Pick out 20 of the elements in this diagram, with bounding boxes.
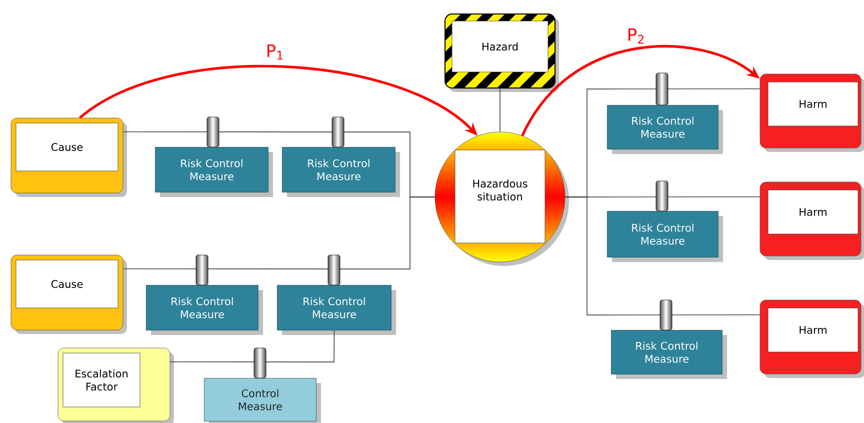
- connector-line: [564, 196, 760, 316]
- risk-control-box: Risk Control Measure: [607, 105, 723, 154]
- risk-control-box: Risk Control Measure: [282, 147, 400, 197]
- cause-box: Cause: [10, 118, 127, 197]
- risk-control-box: Risk Control Measure: [611, 330, 727, 379]
- cause-box: Cause: [10, 254, 127, 334]
- harm-box: Harm: [760, 182, 864, 260]
- harm-box: Harm: [760, 74, 864, 152]
- edge-label: P$_{2}$: [626, 27, 646, 45]
- connector-line: [170, 330, 335, 362]
- edge-label: P$_{1}$: [264, 43, 286, 61]
- connector-line: [122, 196, 436, 270]
- risk-control-box: Risk Control Measure: [155, 147, 273, 197]
- risk-control-box: Risk Control Measure: [146, 285, 263, 335]
- risk-control-box: Risk Control Measure: [277, 285, 396, 335]
- escalation-factor-box: Escalation Factor: [58, 348, 174, 423]
- risk-control-box: Risk Control Measure: [607, 211, 723, 262]
- control-measure-box: Control Measure: [204, 378, 321, 423]
- harm-box: Harm: [760, 300, 864, 378]
- hazard-box: Hazard: [444, 14, 559, 92]
